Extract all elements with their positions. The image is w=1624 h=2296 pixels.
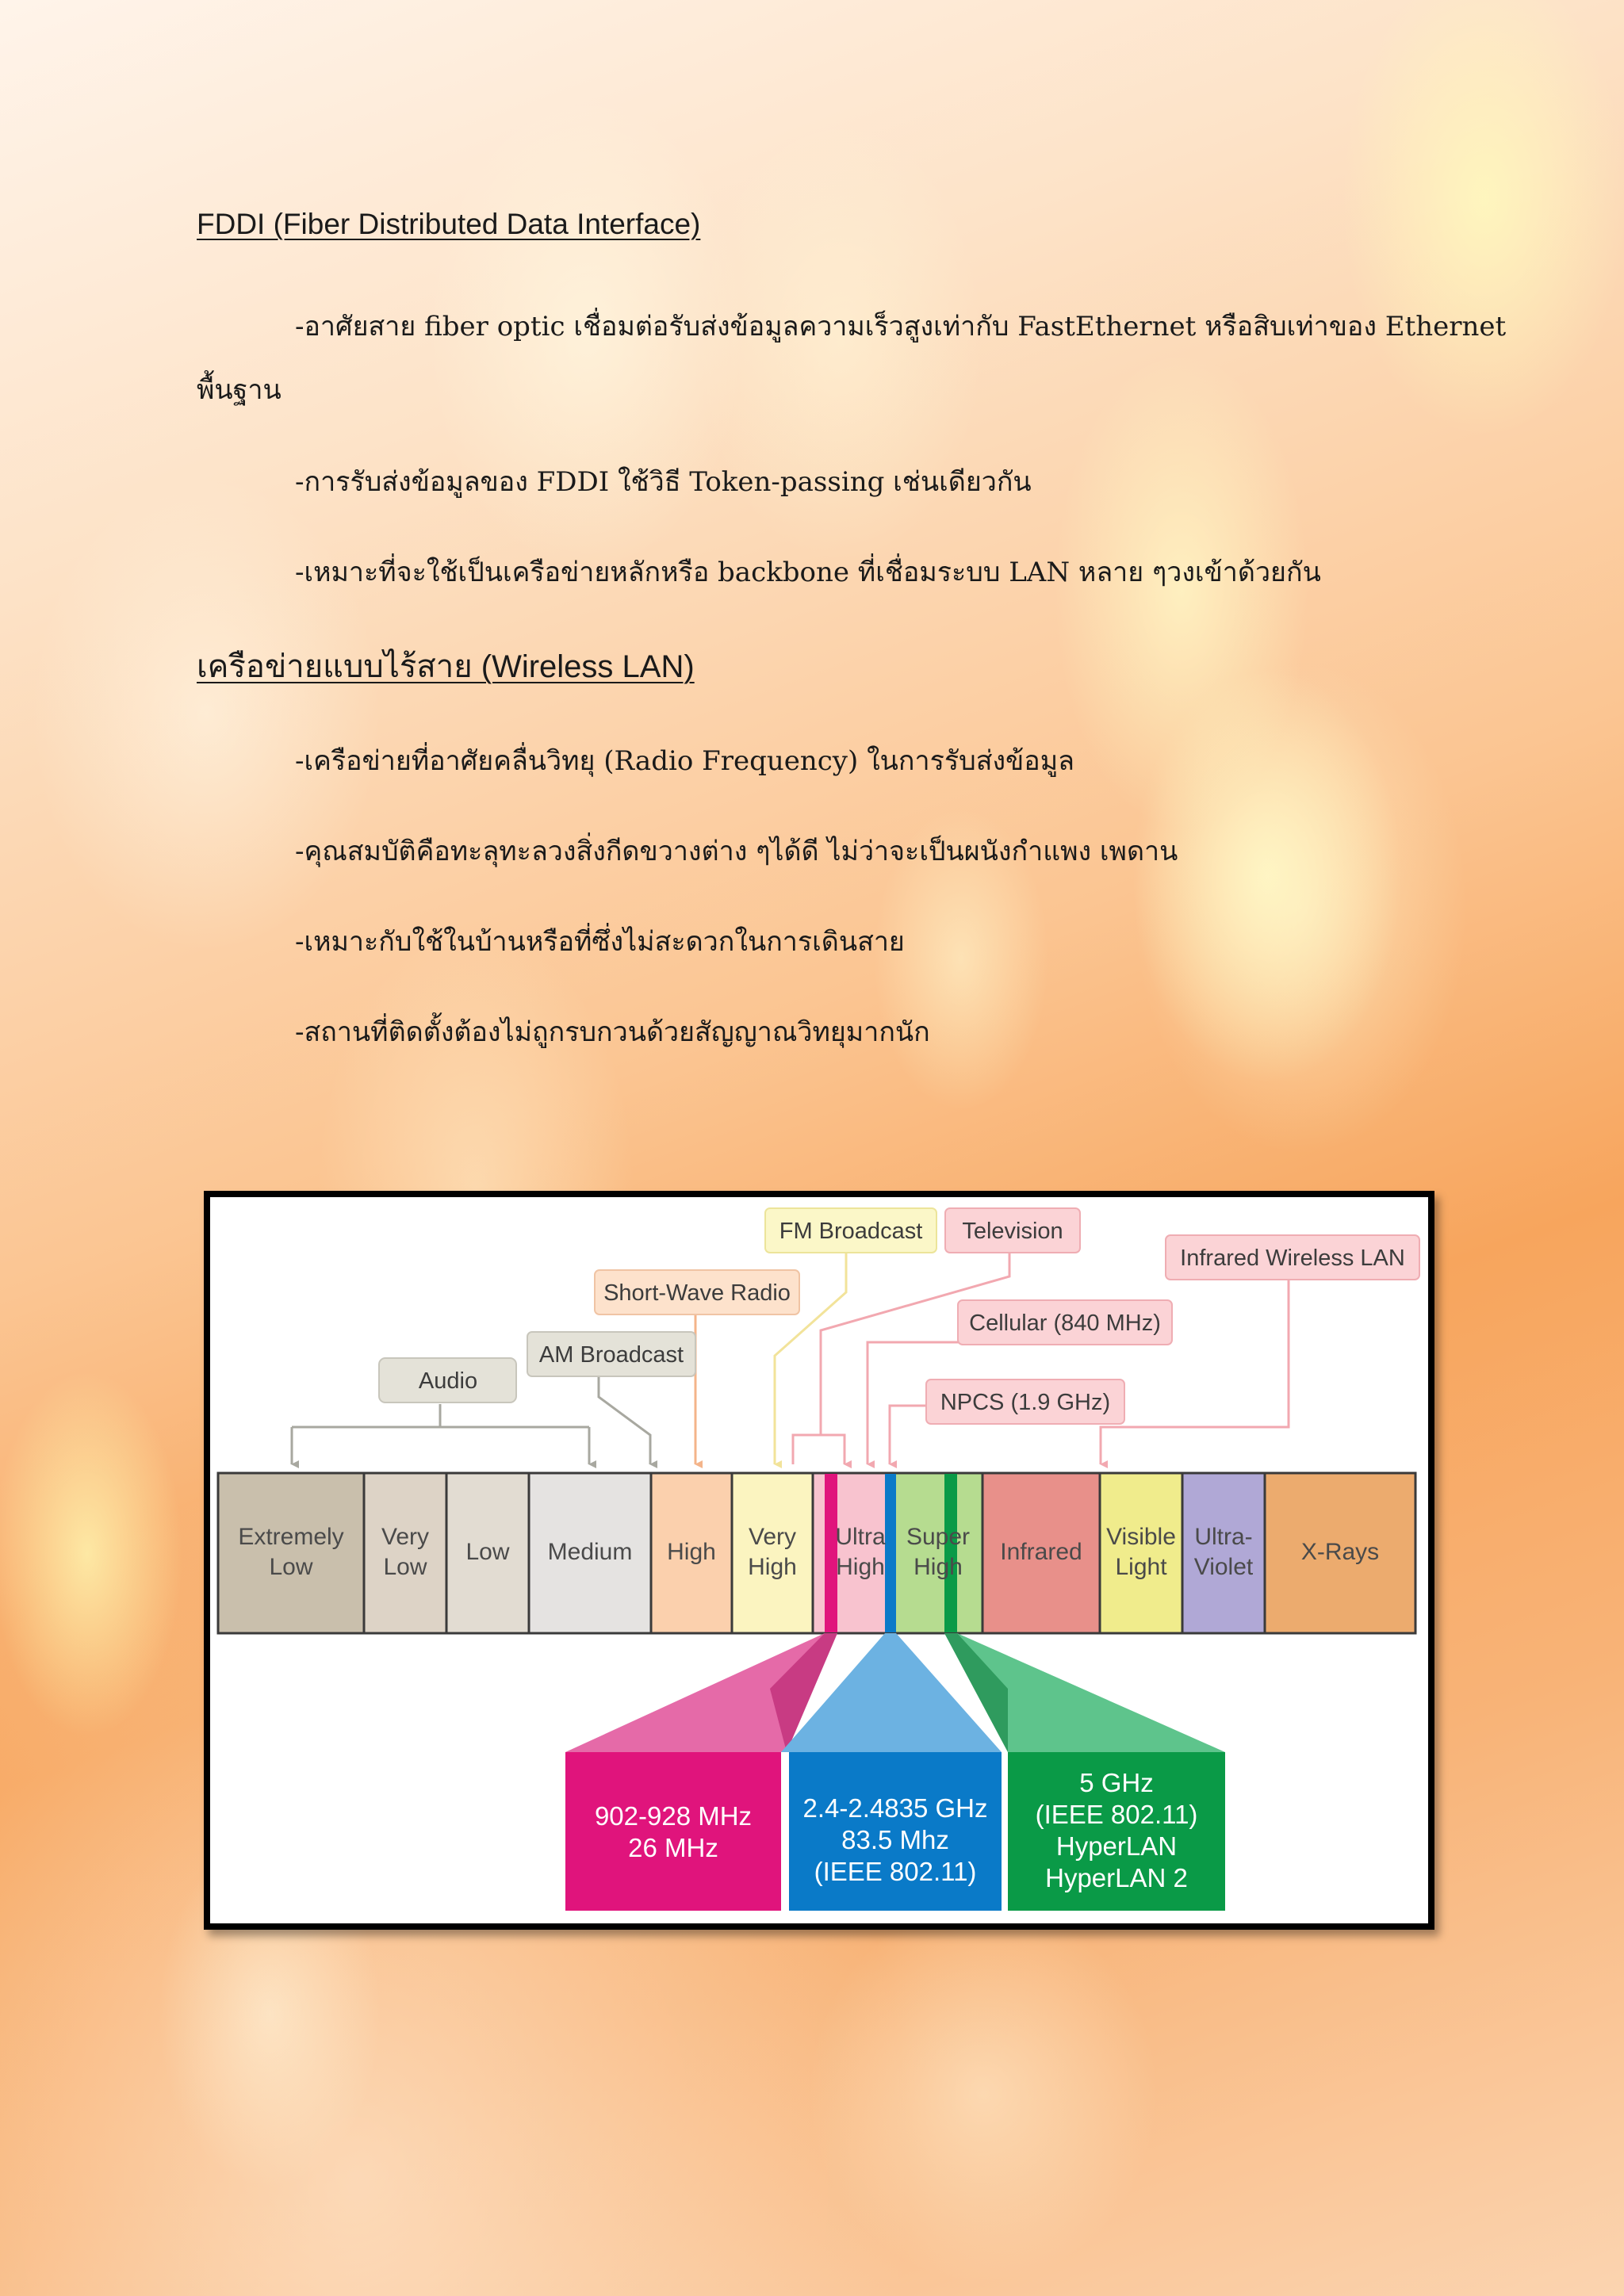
ism-24-block: 2.4-2.4835 GHz 83.5 Mhz (IEEE 802.11)	[781, 1633, 1002, 1911]
band-ultra-violet	[1181, 1471, 1266, 1635]
ism-900-line-1: 902-928 MHz	[595, 1801, 752, 1831]
callout-fm-broadcast: FM Broadcast	[764, 1207, 937, 1253]
band-label-very-2: Very	[749, 1524, 796, 1550]
band-high	[649, 1471, 733, 1635]
callout-irlan-label: Infrared Wireless LAN	[1180, 1246, 1405, 1271]
callout-infrared-wireless-lan: Infrared Wireless LAN	[1165, 1234, 1420, 1280]
callout-short-wave-radio: Short-Wave Radio	[594, 1269, 800, 1315]
fddi-bullet-3: -เหมาะที่จะใช้เป็นเครือข่ายหลักหรือ back…	[295, 557, 1321, 588]
tv-connector	[791, 1253, 1011, 1464]
band-label-extremely: Extremely	[238, 1524, 343, 1550]
fddi-bullet-1-continued: พื้นฐาน	[197, 374, 282, 406]
npcs-connector	[888, 1404, 928, 1468]
band-label-high-4: High	[914, 1554, 963, 1580]
band-label-high-2: High	[748, 1554, 797, 1580]
band-label-x-rays: X-Rays	[1301, 1539, 1379, 1565]
ism-5-line-4: HyperLAN 2	[1045, 1863, 1188, 1892]
am-connector	[597, 1376, 657, 1468]
ism-24-line-3: (IEEE 802.11)	[814, 1857, 977, 1886]
band-label-high: High	[667, 1539, 716, 1565]
band-visible-light	[1098, 1471, 1184, 1635]
band-super-high	[892, 1471, 984, 1635]
frequency-spectrum-figure: Audio AM Broadcast Short-Wave Radio FM B…	[204, 1191, 1434, 1930]
band-very-high	[730, 1471, 814, 1635]
band-label-very-1: Very	[381, 1524, 429, 1550]
callout-npcs: NPCS (1.9 GHz)	[925, 1379, 1125, 1425]
callout-cellular-label: Cellular (840 MHz)	[969, 1311, 1161, 1336]
spectrum-bar	[216, 1471, 1417, 1635]
ism-5-line-1: 5 GHz	[1079, 1768, 1154, 1797]
band-infrared	[981, 1471, 1101, 1635]
callout-shortwave-label: Short-Wave Radio	[603, 1280, 791, 1306]
ism-24-line-2: 83.5 Mhz	[841, 1825, 949, 1854]
ism-900-stripe	[825, 1474, 837, 1632]
heading-wireless-lan: เครือข่ายแบบไร้สาย (Wireless LAN)	[197, 649, 695, 684]
band-label-super: Super	[906, 1524, 970, 1550]
callout-am-label: AM Broadcast	[539, 1342, 684, 1368]
callout-fm-label: FM Broadcast	[779, 1219, 923, 1244]
irlan-connector	[1099, 1280, 1290, 1468]
band-label-low: Low	[465, 1539, 509, 1565]
callout-npcs-label: NPCS (1.9 GHz)	[940, 1390, 1110, 1415]
ism-24-stripe	[885, 1474, 896, 1632]
spectrum-diagram: Audio AM Broadcast Short-Wave Radio FM B…	[216, 1207, 1420, 1911]
band-x-rays	[1263, 1471, 1417, 1635]
ism-5-line-3: HyperLAN	[1056, 1831, 1177, 1861]
fddi-bullet-2: -การรับส่งข้อมูลของ FDDI ใช้วิธี Token-p…	[295, 466, 1032, 498]
ism-5-block: 5 GHz (IEEE 802.11) HyperLAN HyperLAN 2	[944, 1633, 1225, 1911]
band-label-infrared: Infrared	[1000, 1539, 1082, 1565]
band-label-medium: Medium	[548, 1539, 633, 1565]
wireless-bullet-3: -เหมาะกับใช้ในบ้านหรือที่ซึ่งไม่สะดวกในก…	[295, 926, 905, 958]
fddi-bullet-1: -อาศัยสาย fiber optic เชื่อมต่อรับส่งข้อ…	[295, 311, 1507, 342]
callout-audio: Audio	[378, 1357, 517, 1403]
callout-television: Television	[944, 1207, 1081, 1253]
cellular-connector	[866, 1341, 959, 1468]
wireless-bullet-4: -สถานที่ติดตั้งต้องไม่ถูกรบกวนด้วยสัญญาณ…	[295, 1016, 930, 1048]
band-medium	[527, 1471, 653, 1635]
audio-connector	[290, 1404, 589, 1464]
wireless-bullet-1: -เครือข่ายที่อาศัยคลื่นวิทยุ (Radio Freq…	[295, 745, 1074, 777]
band-label-high-3: High	[836, 1554, 885, 1580]
ism-900-block: 902-928 MHz 26 MHz	[565, 1633, 837, 1911]
callout-am-broadcast: AM Broadcast	[527, 1331, 696, 1377]
band-low	[445, 1471, 530, 1635]
band-very-low	[362, 1471, 448, 1635]
ism-900-line-2: 26 MHz	[628, 1833, 718, 1862]
band-label-low-2: Low	[383, 1554, 427, 1580]
band-label-violet: Violet	[1194, 1554, 1254, 1580]
band-label-ultra-2: Ultra-	[1194, 1524, 1252, 1550]
callout-cellular: Cellular (840 MHz)	[957, 1299, 1173, 1345]
band-label-light: Light	[1115, 1554, 1167, 1580]
callout-audio-label: Audio	[419, 1368, 477, 1394]
band-label-ultra: Ultra	[835, 1524, 886, 1550]
band-extremely-low	[216, 1471, 366, 1635]
callout-tv-label: Television	[962, 1219, 1063, 1244]
ism-5-stripe	[944, 1474, 957, 1632]
ism-24-line-1: 2.4-2.4835 GHz	[803, 1793, 988, 1823]
wireless-bullet-2: -คุณสมบัติคือทะลุทะลวงสิ่งกีดขวางต่าง ๆไ…	[295, 836, 1178, 867]
heading-fddi: FDDI (Fiber Distributed Data Interface)	[197, 208, 701, 240]
band-label-low-1: Low	[269, 1554, 312, 1580]
band-label-visible: Visible	[1106, 1524, 1176, 1550]
ism-5-line-2: (IEEE 802.11)	[1036, 1800, 1198, 1829]
fm-connector	[773, 1253, 848, 1468]
